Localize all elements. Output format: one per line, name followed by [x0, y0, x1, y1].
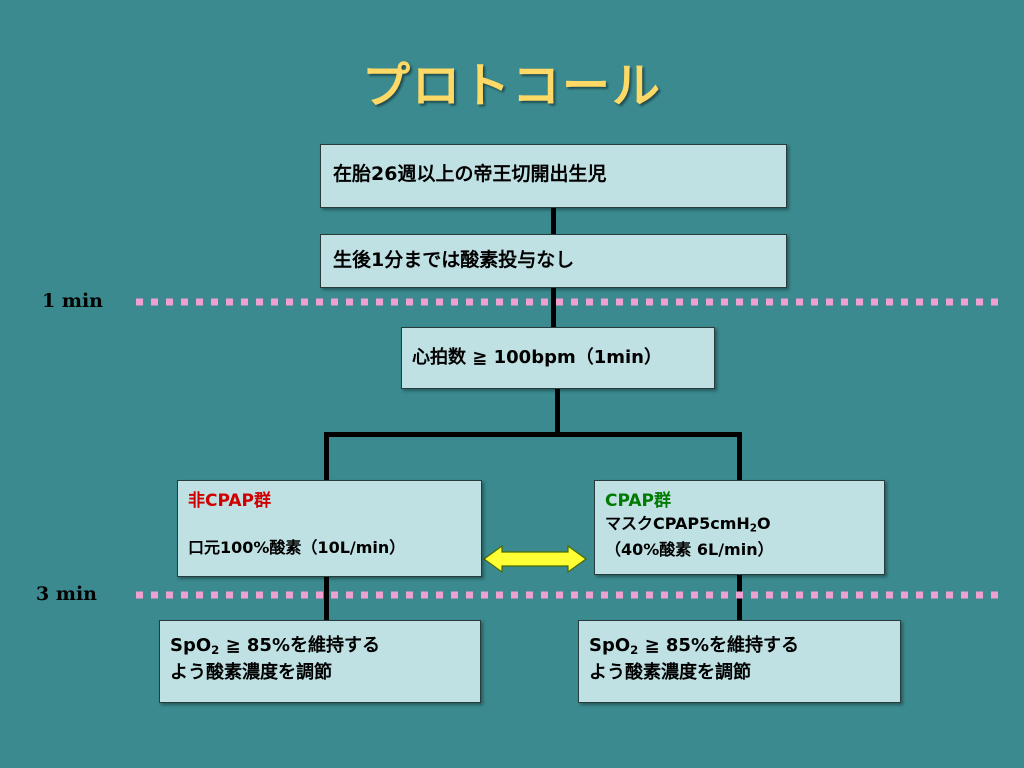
page-title: プロトコール	[361, 58, 662, 114]
box-spo2-right: SpO2 ≧ 85%を維持する よう酸素濃度を調節	[578, 620, 901, 703]
box-heart-rate: 心拍数 ≧ 100bpm（1min）	[401, 327, 715, 389]
cpap-mask-text: マスクCPAP5cmH2O	[605, 514, 884, 536]
box-cpap-group: CPAP群 マスクCPAP5cmH2O （40%酸素 6L/min）	[594, 480, 885, 575]
cpap-mask-text-main: マスクCPAP5cmH	[605, 514, 750, 534]
spo2-left-line1: SpO2 ≧ 85%を維持する	[170, 635, 480, 658]
time-label-3min: 3 min	[36, 583, 97, 605]
cpap-mask-text-sub: 2	[749, 522, 758, 535]
spo2-left-main: SpO	[170, 635, 212, 656]
spo2-left-post: ≧ 85%を維持する	[219, 635, 380, 656]
spo2-right-sub: 2	[630, 642, 639, 657]
spo2-right-main: SpO	[589, 635, 631, 656]
spo2-left-sub: 2	[211, 642, 220, 657]
connector-line-3	[555, 389, 560, 434]
non-cpap-oxygen-text: 口元100%酸素（10L/min）	[188, 538, 406, 558]
cpap-oxygen-text: （40%酸素 6L/min）	[605, 539, 774, 559]
box-no-oxygen: 生後1分までは酸素投与なし	[320, 234, 787, 288]
spo2-left-line2: よう酸素濃度を調節	[170, 661, 332, 683]
non-cpap-heading: 非CPAP群	[188, 491, 271, 511]
box-heart-rate-text: 心拍数 ≧ 100bpm（1min）	[412, 347, 662, 368]
box-non-cpap-group: 非CPAP群 口元100%酸素（10L/min）	[177, 480, 482, 577]
spo2-right-line1: SpO2 ≧ 85%を維持する	[589, 635, 900, 658]
connector-line-1	[551, 207, 556, 235]
branch-right-down-line	[737, 432, 742, 480]
box-eligibility-text: 在胎26週以上の帝王切開出生児	[333, 163, 607, 185]
spo2-right-post: ≧ 85%を維持する	[638, 635, 799, 656]
left-down-line	[324, 577, 329, 620]
box-eligibility: 在胎26週以上の帝王切開出生児	[320, 144, 787, 208]
cpap-mask-text-post: O	[757, 514, 771, 534]
box-no-oxygen-text: 生後1分までは酸素投与なし	[333, 249, 575, 271]
connector-line-2	[551, 287, 556, 328]
branch-horizontal-line	[324, 432, 742, 437]
time-label-1min: 1 min	[42, 290, 103, 312]
box-spo2-left: SpO2 ≧ 85%を維持する よう酸素濃度を調節	[159, 620, 481, 703]
cpap-heading: CPAP群	[605, 491, 671, 511]
double-arrow	[482, 544, 588, 574]
spo2-right-line2: よう酸素濃度を調節	[589, 661, 751, 683]
branch-left-down-line	[324, 432, 329, 480]
